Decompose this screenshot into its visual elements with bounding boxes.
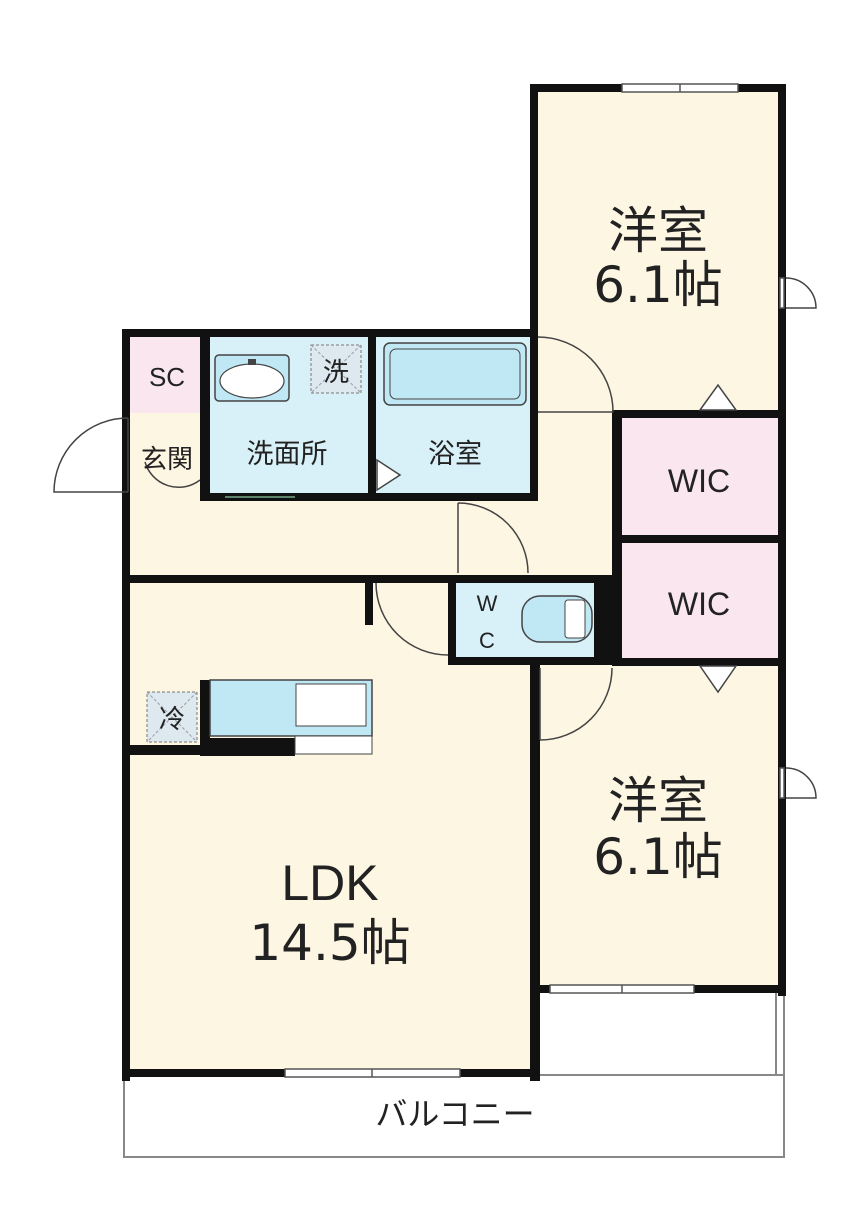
bathtub [383,342,527,406]
western-room-top-size: 6.1帖 [593,256,723,314]
western-room-bottom-name: 洋室 [608,772,708,830]
balcony-outline [123,1074,785,1158]
wic-bottom-door-marker [698,665,738,694]
shoe-closet-label: SC [149,362,185,392]
refrigerator-label: 冷 [159,705,185,735]
washroom-label: 洗面所 [247,439,328,470]
balcony-label: バルコニー [375,1095,534,1133]
balcony-side [775,989,785,1076]
toilet-label-w: W [477,591,498,616]
ldk-name: LDK [281,855,378,911]
toilet-label-c: C [479,628,495,653]
windows [284,83,785,1078]
wic-top-label: WIC [668,463,730,499]
wic-top-floor [620,418,780,538]
shoe-closet-floor [128,335,206,413]
western-room-top-floor [538,90,780,415]
bath-door-marker [376,458,402,492]
western-room-top-name: 洋室 [608,202,708,260]
wic-bottom-floor [620,542,780,660]
bathroom-label: 浴室 [428,439,482,470]
doors [53,277,817,799]
wic-top-door-marker [698,383,738,411]
western-room-bottom-size: 6.1帖 [593,828,723,886]
wic-bottom-label: WIC [668,586,730,622]
ldk-size: 14.5帖 [249,914,410,972]
washing-machine-label: 洗 [323,358,349,388]
entrance-floor [128,413,206,495]
western-room-bottom-floor [538,660,780,990]
entrance-label: 玄関 [141,445,193,475]
